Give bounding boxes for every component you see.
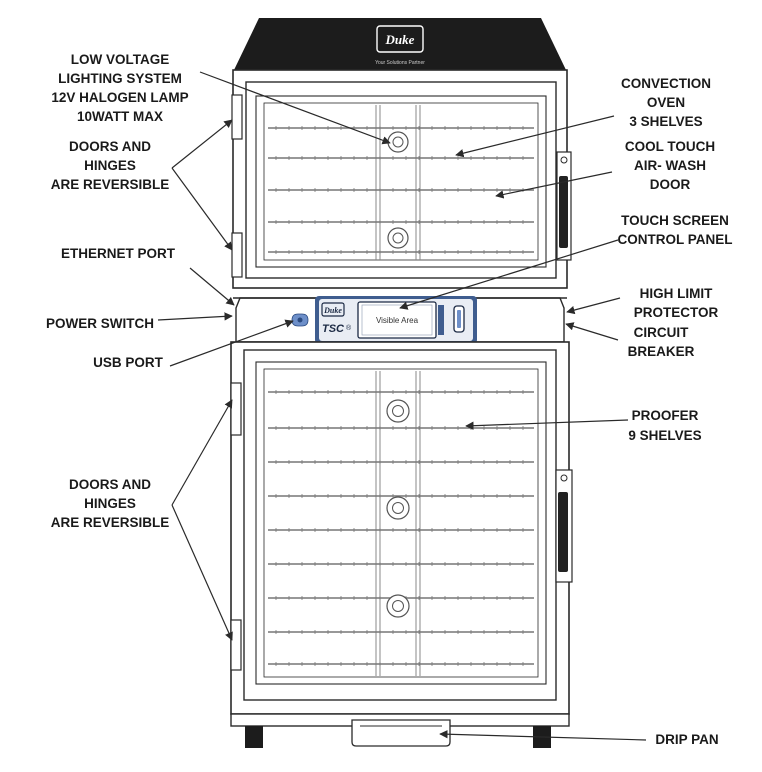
lower-bottom-hinge (230, 619, 242, 671)
convection-line-2: OVEN (647, 95, 685, 110)
callout-convection-oven: CONVECTION OVEN 3 SHELVES (621, 76, 711, 129)
lower-lamp (387, 227, 409, 249)
left-leg (245, 726, 263, 748)
callout-drip-pan: DRIP PAN (655, 732, 718, 747)
touch-screen-control-panel[interactable]: Duke TSC ® Visible Area (315, 296, 477, 344)
proofer-line-1: PROOFER (632, 408, 699, 423)
doors-lower-line-2: HINGES (84, 496, 136, 511)
touch-screen-line-1: TOUCH SCREEN (621, 213, 729, 228)
proofer-door-handle (558, 492, 568, 572)
touch-screen-line-2: CONTROL PANEL (617, 232, 732, 247)
convection-line-1: CONVECTION (621, 76, 711, 91)
doors-lower-line-3: ARE REVERSIBLE (51, 515, 170, 530)
circuit-breaker-line-1: CIRCUIT (634, 325, 689, 340)
touch-screen-visible-area: Visible Area (376, 316, 419, 325)
oven-cabinet (231, 69, 572, 289)
drip-pan-label: DRIP PAN (655, 732, 718, 747)
callout-touch-screen: TOUCH SCREEN CONTROL PANEL (617, 213, 732, 247)
doors-upper-line-1: DOORS AND (69, 139, 151, 154)
convection-line-3: 3 SHELVES (629, 114, 702, 129)
doors-upper-line-3: ARE REVERSIBLE (51, 177, 170, 192)
touch-screen[interactable] (357, 301, 437, 339)
panel-logo: Duke (323, 306, 342, 315)
ethernet-label: ETHERNET PORT (61, 246, 176, 261)
proofer-line-2: 9 SHELVES (628, 428, 701, 443)
proofer-lamp-3 (386, 594, 410, 618)
oven-shelves (268, 126, 534, 254)
callout-doors-upper: DOORS AND HINGES ARE REVERSIBLE (51, 139, 170, 192)
proofer-lamp-1 (386, 399, 410, 423)
duke-logo-frame (376, 25, 424, 53)
upper-lamp (387, 131, 409, 153)
lower-top-hinge (230, 382, 242, 436)
callout-lighting: LOW VOLTAGE LIGHTING SYSTEM 12V HALOGEN … (51, 52, 188, 124)
lighting-line-4: 10WATT MAX (77, 109, 163, 124)
cool-touch-line-1: COOL TOUCH (625, 139, 715, 154)
callout-cool-touch: COOL TOUCH AIR- WASH DOOR (625, 139, 715, 192)
power-switch-label: POWER SWITCH (46, 316, 154, 331)
high-limit-line-1: HIGH LIMIT (640, 286, 713, 301)
proofer-lamp-2 (386, 496, 410, 520)
circuit-breaker-line-2: BREAKER (628, 344, 695, 359)
callout-high-limit: HIGH LIMIT PROTECTOR (634, 286, 719, 320)
upper-bottom-hinge (231, 232, 243, 278)
lighting-line-1: LOW VOLTAGE (71, 52, 170, 67)
usb-port-label: USB PORT (93, 355, 164, 370)
callout-ethernet: ETHERNET PORT (61, 246, 176, 261)
usb-port[interactable] (291, 313, 309, 327)
callout-doors-lower: DOORS AND HINGES ARE REVERSIBLE (51, 477, 170, 530)
top-hood: Duke Your Solutions Partner (234, 18, 566, 70)
doors-upper-line-2: HINGES (84, 158, 136, 173)
callout-power-switch: POWER SWITCH (46, 316, 154, 331)
upper-top-hinge (231, 94, 243, 140)
high-limit-line-2: PROTECTOR (634, 305, 719, 320)
cool-touch-line-3: DOOR (650, 177, 691, 192)
leader-lines (157, 71, 647, 741)
lighting-line-2: LIGHTING SYSTEM (58, 71, 182, 86)
drip-pan[interactable] (351, 719, 451, 747)
callout-usb: USB PORT (93, 355, 164, 370)
callout-circuit-breaker: CIRCUIT BREAKER (628, 325, 695, 359)
doors-lower-line-1: DOORS AND (69, 477, 151, 492)
base (230, 713, 570, 748)
control-band: Duke TSC ® Visible Area (233, 296, 567, 344)
proofer-shelves (268, 390, 534, 666)
lighting-line-3: 12V HALOGEN LAMP (51, 90, 188, 105)
duke-logo: Duke (385, 32, 415, 47)
tagline: Your Solutions Partner (375, 60, 425, 66)
callout-proofer: PROOFER 9 SHELVES (628, 408, 701, 443)
panel-model: TSC (322, 323, 345, 335)
cool-touch-line-2: AIR- WASH (634, 158, 706, 173)
panel-model-mark: ® (346, 324, 352, 332)
oven-door-handle (559, 176, 568, 248)
proofer-cabinet (230, 341, 573, 715)
